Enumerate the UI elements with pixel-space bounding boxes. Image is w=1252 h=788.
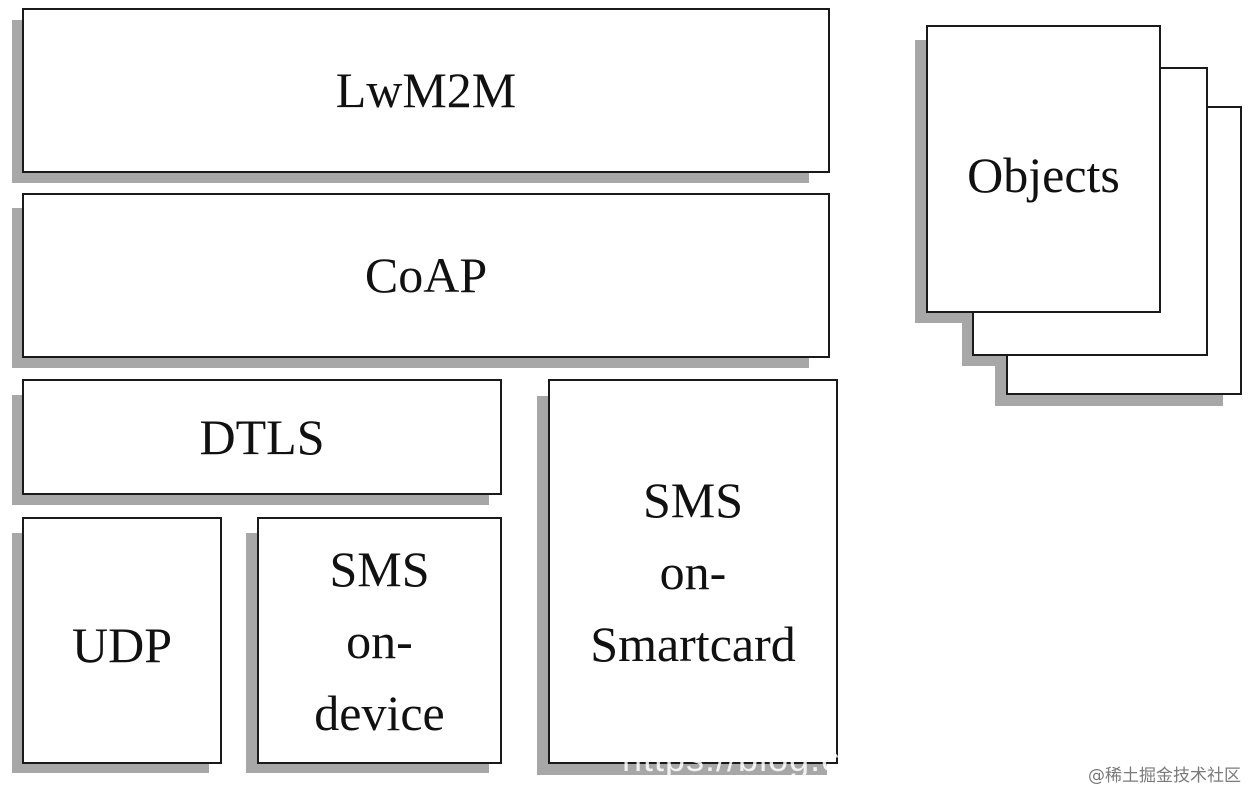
lwm2m-label: LwM2M xyxy=(335,62,517,119)
udp-layer: UDP xyxy=(22,517,222,764)
sms-on-device-label-line1: SMS xyxy=(329,540,430,597)
sms-on-smartcard-label-line2: on- xyxy=(659,543,727,600)
sms-on-smartcard-layer: SMS on- Smartcard xyxy=(548,379,838,764)
sms-on-device-layer: SMS on- device xyxy=(257,517,502,764)
lwm2m-layer: LwM2M xyxy=(22,8,830,173)
coap-label: CoAP xyxy=(364,247,488,304)
udp-label: UDP xyxy=(71,617,173,674)
sms-on-device-label-line3: device xyxy=(314,684,445,741)
watermark-url: https://blog.c xyxy=(622,738,841,779)
sms-on-smartcard-label-line3: Smartcard xyxy=(590,615,796,672)
dtls-label: DTLS xyxy=(199,408,325,465)
object-card-front: Objects xyxy=(926,25,1161,313)
objects-label: Objects xyxy=(967,147,1120,203)
watermark-site: @稀土掘金技术社区 xyxy=(1088,766,1241,786)
sms-on-device-label-line2: on- xyxy=(346,612,413,669)
coap-layer: CoAP xyxy=(22,193,830,358)
sms-on-smartcard-label-line1: SMS xyxy=(642,471,744,528)
dtls-layer: DTLS xyxy=(22,379,502,495)
